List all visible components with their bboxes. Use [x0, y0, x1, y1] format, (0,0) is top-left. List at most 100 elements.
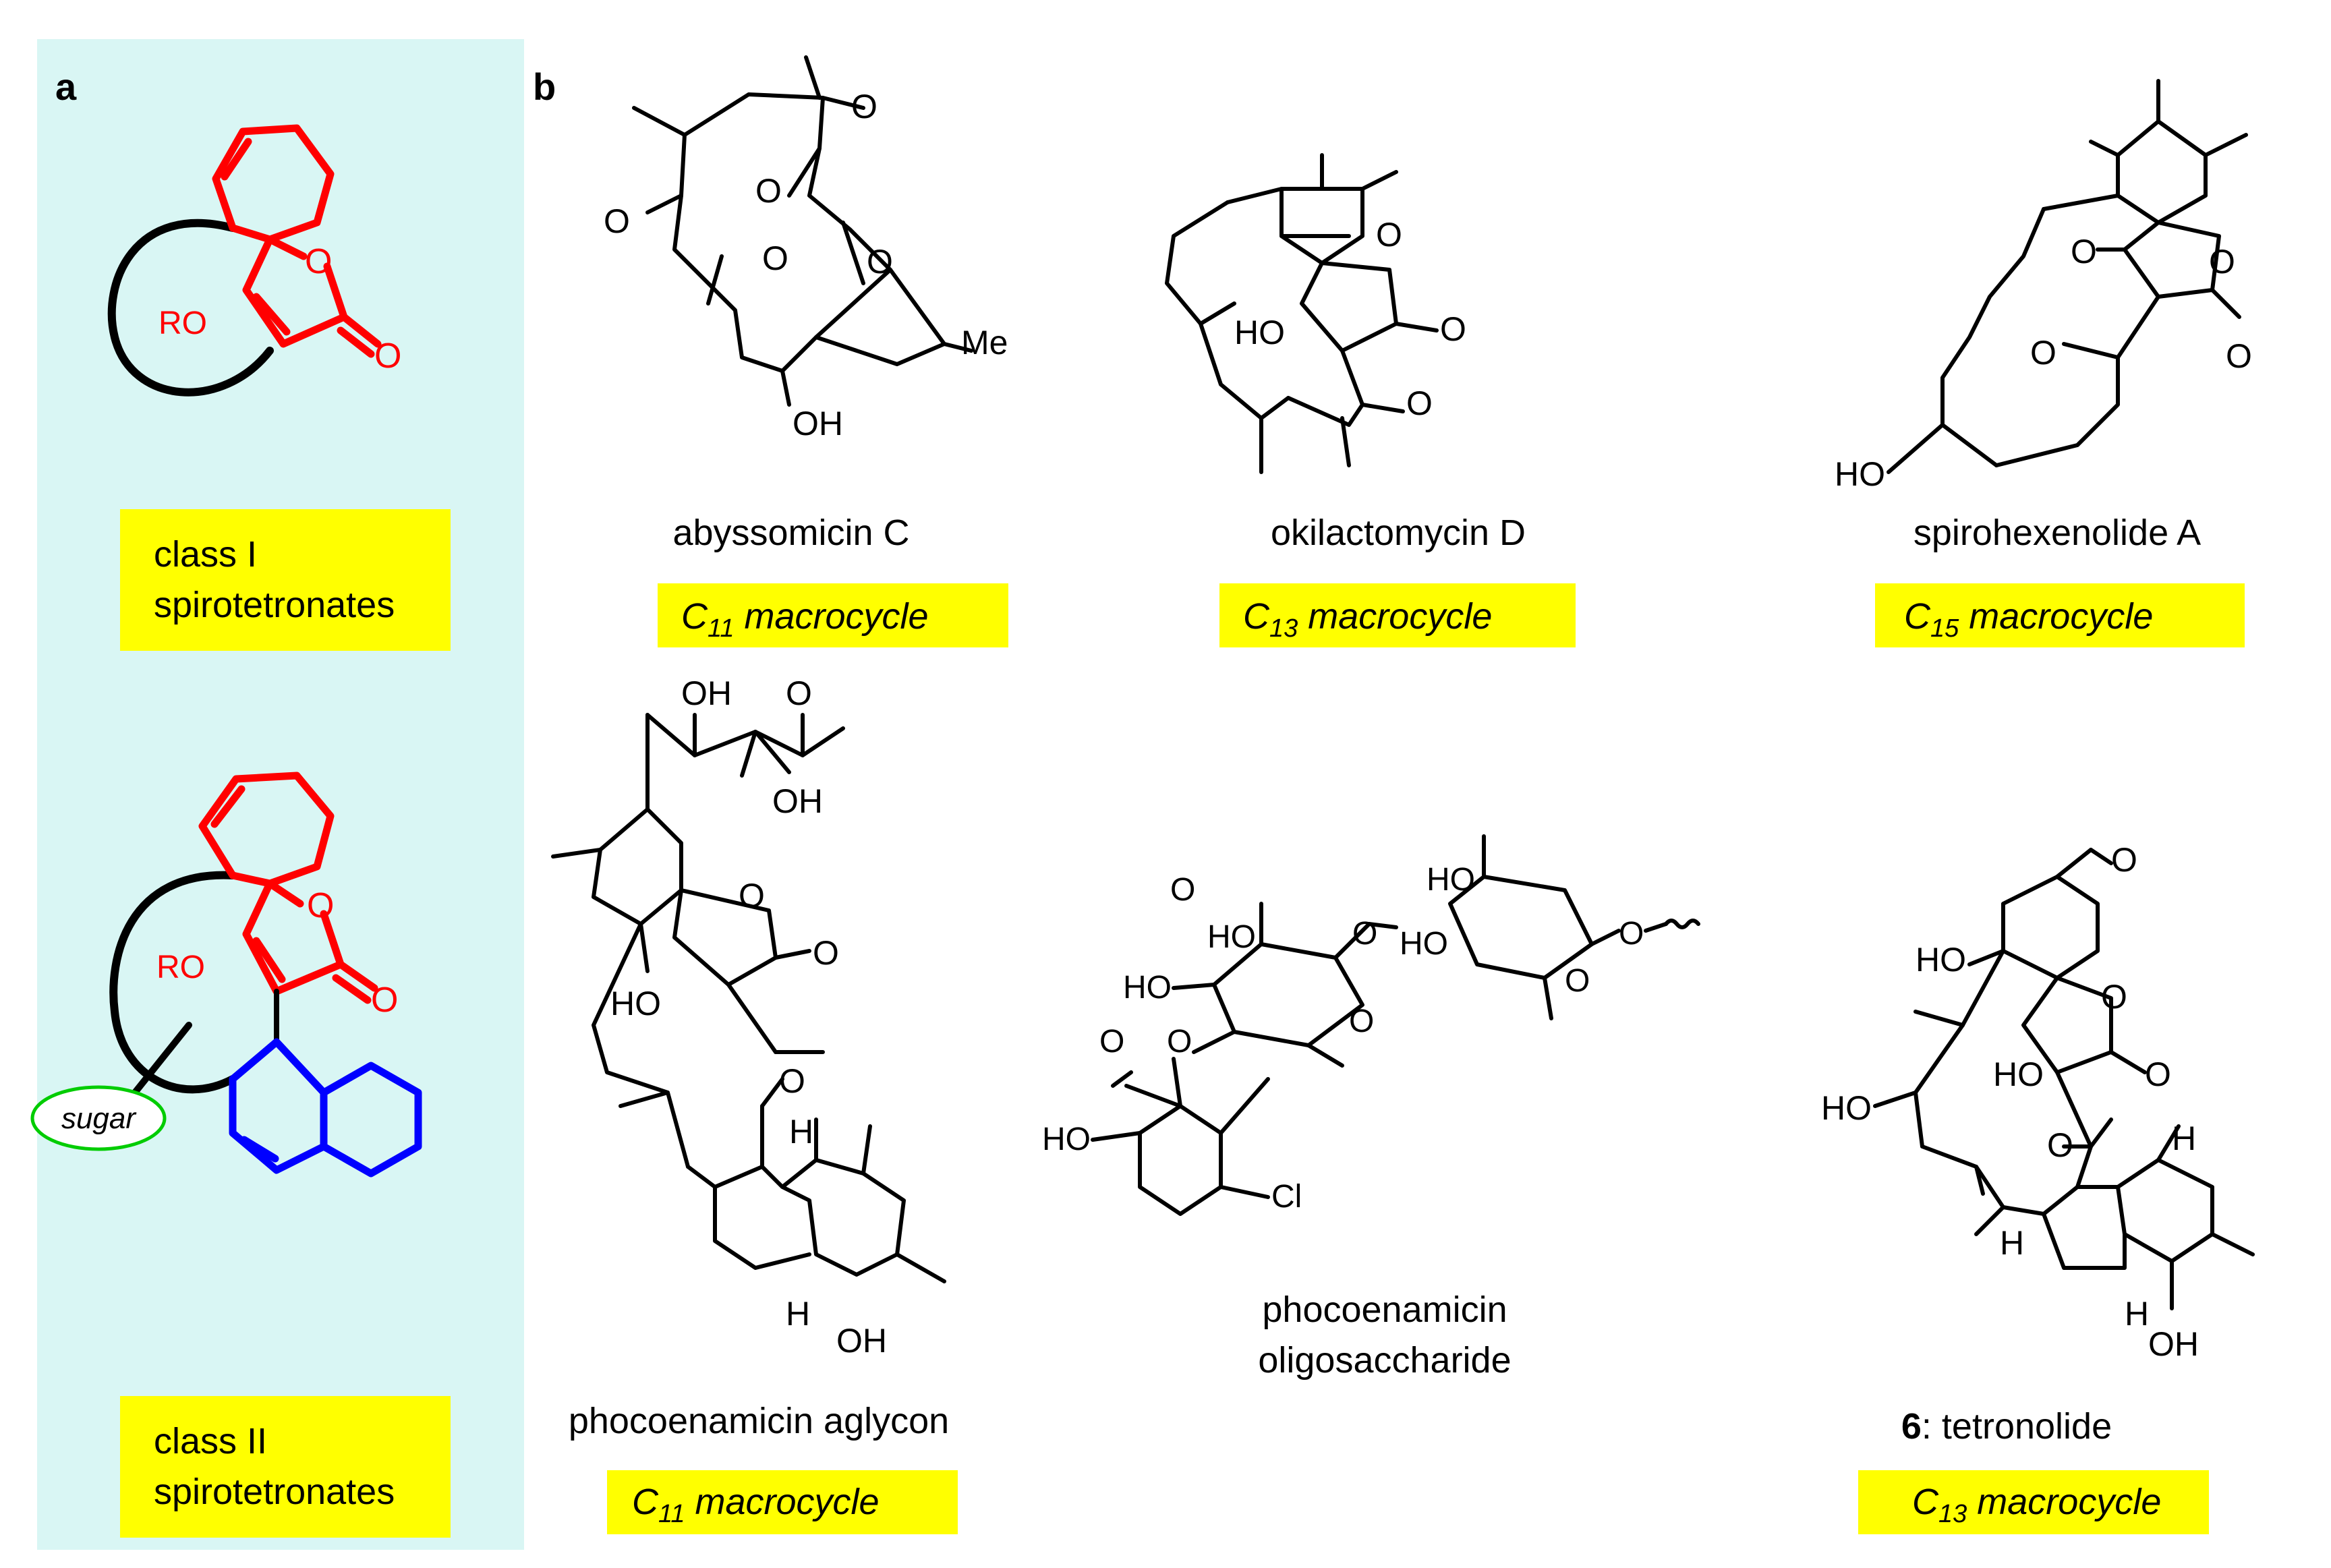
class-i-o-carbonyl: O: [374, 337, 401, 376]
aglycon-macrocycle-label: C11 macrocycle: [632, 1482, 880, 1528]
aglycon-ho: HO: [610, 985, 661, 1022]
oligo-o-carbonyl: O: [1099, 1024, 1124, 1059]
oligo-o-1: O: [1349, 1004, 1374, 1039]
phocoenamicin-aglycon-name: phocoenamicin aglycon: [569, 1401, 949, 1441]
aglycon-o-ring: O: [739, 877, 765, 914]
class-ii-macrocycle-arc: [109, 871, 237, 1094]
aglycon-o-lactone: O: [813, 934, 839, 972]
abyssomicin-o-ketone: O: [851, 88, 877, 125]
class-i-label-line2: spirotetronates: [154, 585, 395, 625]
oligo-ho-1: HO: [1207, 919, 1256, 955]
aglycon-o-ketone: O: [779, 1062, 805, 1100]
oligo-o-3: O: [1565, 963, 1590, 999]
oligo-o-2: O: [1352, 916, 1377, 952]
spirohexenolide-macrocycle-label: C15 macrocycle: [1904, 596, 2153, 643]
aglycon-oh-mid: OH: [772, 782, 823, 820]
abyssomicin-c-name: abyssomicin C: [672, 513, 909, 553]
class-ii-ro-label: RO: [156, 950, 205, 985]
okilactomycin-o-lactone: O: [1440, 310, 1466, 348]
abyssomicin-c-structure: [632, 55, 973, 407]
abyssomicin-me: Me: [961, 324, 1008, 361]
spirohexenolide-o-enol: O: [2030, 334, 2056, 372]
oligo-cl: Cl: [1271, 1179, 1302, 1215]
class-i-schematic: O O RO: [107, 124, 401, 397]
abyssomicin-o-epoxide: O: [604, 202, 630, 240]
oligo-o-6: O: [1170, 872, 1195, 908]
aglycon-h-bottom: H: [786, 1295, 810, 1333]
class-ii-label-line2: spirotetronates: [154, 1472, 395, 1512]
panel-a-background: [37, 39, 524, 1550]
oligo-ho-3: HO: [1427, 862, 1475, 898]
spirohexenolide-o-ring: O: [2209, 243, 2235, 281]
class-ii-o-carbonyl: O: [371, 981, 398, 1020]
class-i-butenolide: [242, 235, 382, 358]
tetronolide-macrocycle-label: C13 macrocycle: [1912, 1482, 2161, 1528]
tetronolide-ho-top: HO: [1916, 941, 1966, 979]
class-ii-sugar-tether: [132, 1022, 192, 1096]
spirohexenolide-a-structure: [1887, 79, 2248, 474]
spirohexenolide-macrocycle-box: [1875, 583, 2245, 647]
okilactomycin-d-structure: [1165, 153, 1439, 474]
phocoenamicin-oligosaccharide-structure: [1091, 834, 1700, 1216]
abyssomicin-macrocycle-box: [658, 583, 1008, 647]
tetronolide-oh-bottom: OH: [2148, 1325, 2199, 1363]
okilactomycin-ho: HO: [1234, 314, 1285, 351]
tetronolide-ho-enol: HO: [1993, 1055, 2044, 1093]
class-i-macrocycle-arc: [107, 219, 274, 397]
okilactomycin-macrocycle-label: C13 macrocycle: [1243, 596, 1492, 643]
okilactomycin-o-ketone: O: [1406, 384, 1433, 422]
tetronolide-name: 6: tetronolide: [1901, 1406, 2112, 1447]
okilactomycin-o-ring: O: [1376, 216, 1402, 254]
class-i-o-ring: O: [305, 242, 332, 281]
aglycon-h-top: H: [789, 1113, 813, 1151]
tetronolide-macrocycle-box: [1858, 1470, 2209, 1534]
class-i-ro-label: RO: [159, 306, 207, 341]
okilactomycin-macrocycle-box: [1219, 583, 1576, 647]
class-ii-cyclohexene: [198, 772, 335, 888]
aglycon-o-top: O: [786, 674, 812, 712]
oligo-ho-phenol: HO: [1042, 1122, 1091, 1157]
oligo-ho-2: HO: [1123, 970, 1172, 1006]
sugar-ellipse: [30, 1085, 167, 1151]
abyssomicin-o-lactone1: O: [755, 172, 782, 210]
abyssomicin-o-lactone2: O: [762, 239, 788, 277]
spirohexenolide-o-ketone: O: [2071, 233, 2097, 270]
aglycon-oh-bottom: OH: [836, 1322, 887, 1360]
abyssomicin-oh: OH: [793, 405, 843, 442]
tetronolide-structure: [1873, 848, 2255, 1310]
class-i-cyclohexene: [212, 124, 335, 243]
tetronolide-o-aldehyde: O: [2111, 841, 2137, 879]
oligo-o-4: O: [1619, 916, 1644, 952]
oligo-ho-4: HO: [1400, 926, 1448, 962]
class-i-label-box: [120, 509, 451, 651]
aglycon-macrocycle-box: [607, 1470, 958, 1534]
spirohexenolide-ho: HO: [1835, 455, 1885, 493]
class-i-label-line1: class I: [154, 534, 257, 575]
phocoenamicin-aglycon-structure: [551, 713, 946, 1283]
abyssomicin-o-ether: O: [867, 243, 893, 281]
spirohexenolide-a-name: spirohexenolide A: [1913, 513, 2201, 553]
class-ii-decalin: [229, 1038, 422, 1178]
tetronolide-h-top: H: [2172, 1120, 2196, 1157]
spirohexenolide-o-lactone: O: [2226, 337, 2252, 375]
panel-a-letter: a: [55, 65, 77, 108]
class-ii-schematic: O O RO sugar: [30, 772, 422, 1178]
class-ii-label-line1: class II: [154, 1421, 267, 1461]
sugar-label: sugar: [61, 1102, 137, 1135]
tetronolide-h-left: H: [2000, 1224, 2024, 1262]
tetronolide-ho-left: HO: [1821, 1089, 1872, 1127]
panel-b-letter: b: [533, 65, 556, 108]
class-ii-o-ring: O: [307, 886, 334, 925]
abyssomicin-macrocycle-label: C11 macrocycle: [681, 596, 929, 643]
phocoenamicin-oligosaccharide-name-line1: phocoenamicin: [1262, 1289, 1507, 1330]
tetronolide-o-ring: O: [2101, 978, 2127, 1016]
oligo-o-5: O: [1167, 1024, 1192, 1059]
tetronolide-o-lactone: O: [2145, 1055, 2171, 1093]
aglycon-oh-top: OH: [681, 674, 732, 712]
tetronolide-o-ketone: O: [2047, 1126, 2073, 1164]
phocoenamicin-oligosaccharide-name-line2: oligosaccharide: [1258, 1340, 1511, 1381]
class-ii-label-box: [120, 1396, 451, 1538]
okilactomycin-d-name: okilactomycin D: [1271, 513, 1526, 553]
tetronolide-h-bottom: H: [2125, 1295, 2149, 1333]
